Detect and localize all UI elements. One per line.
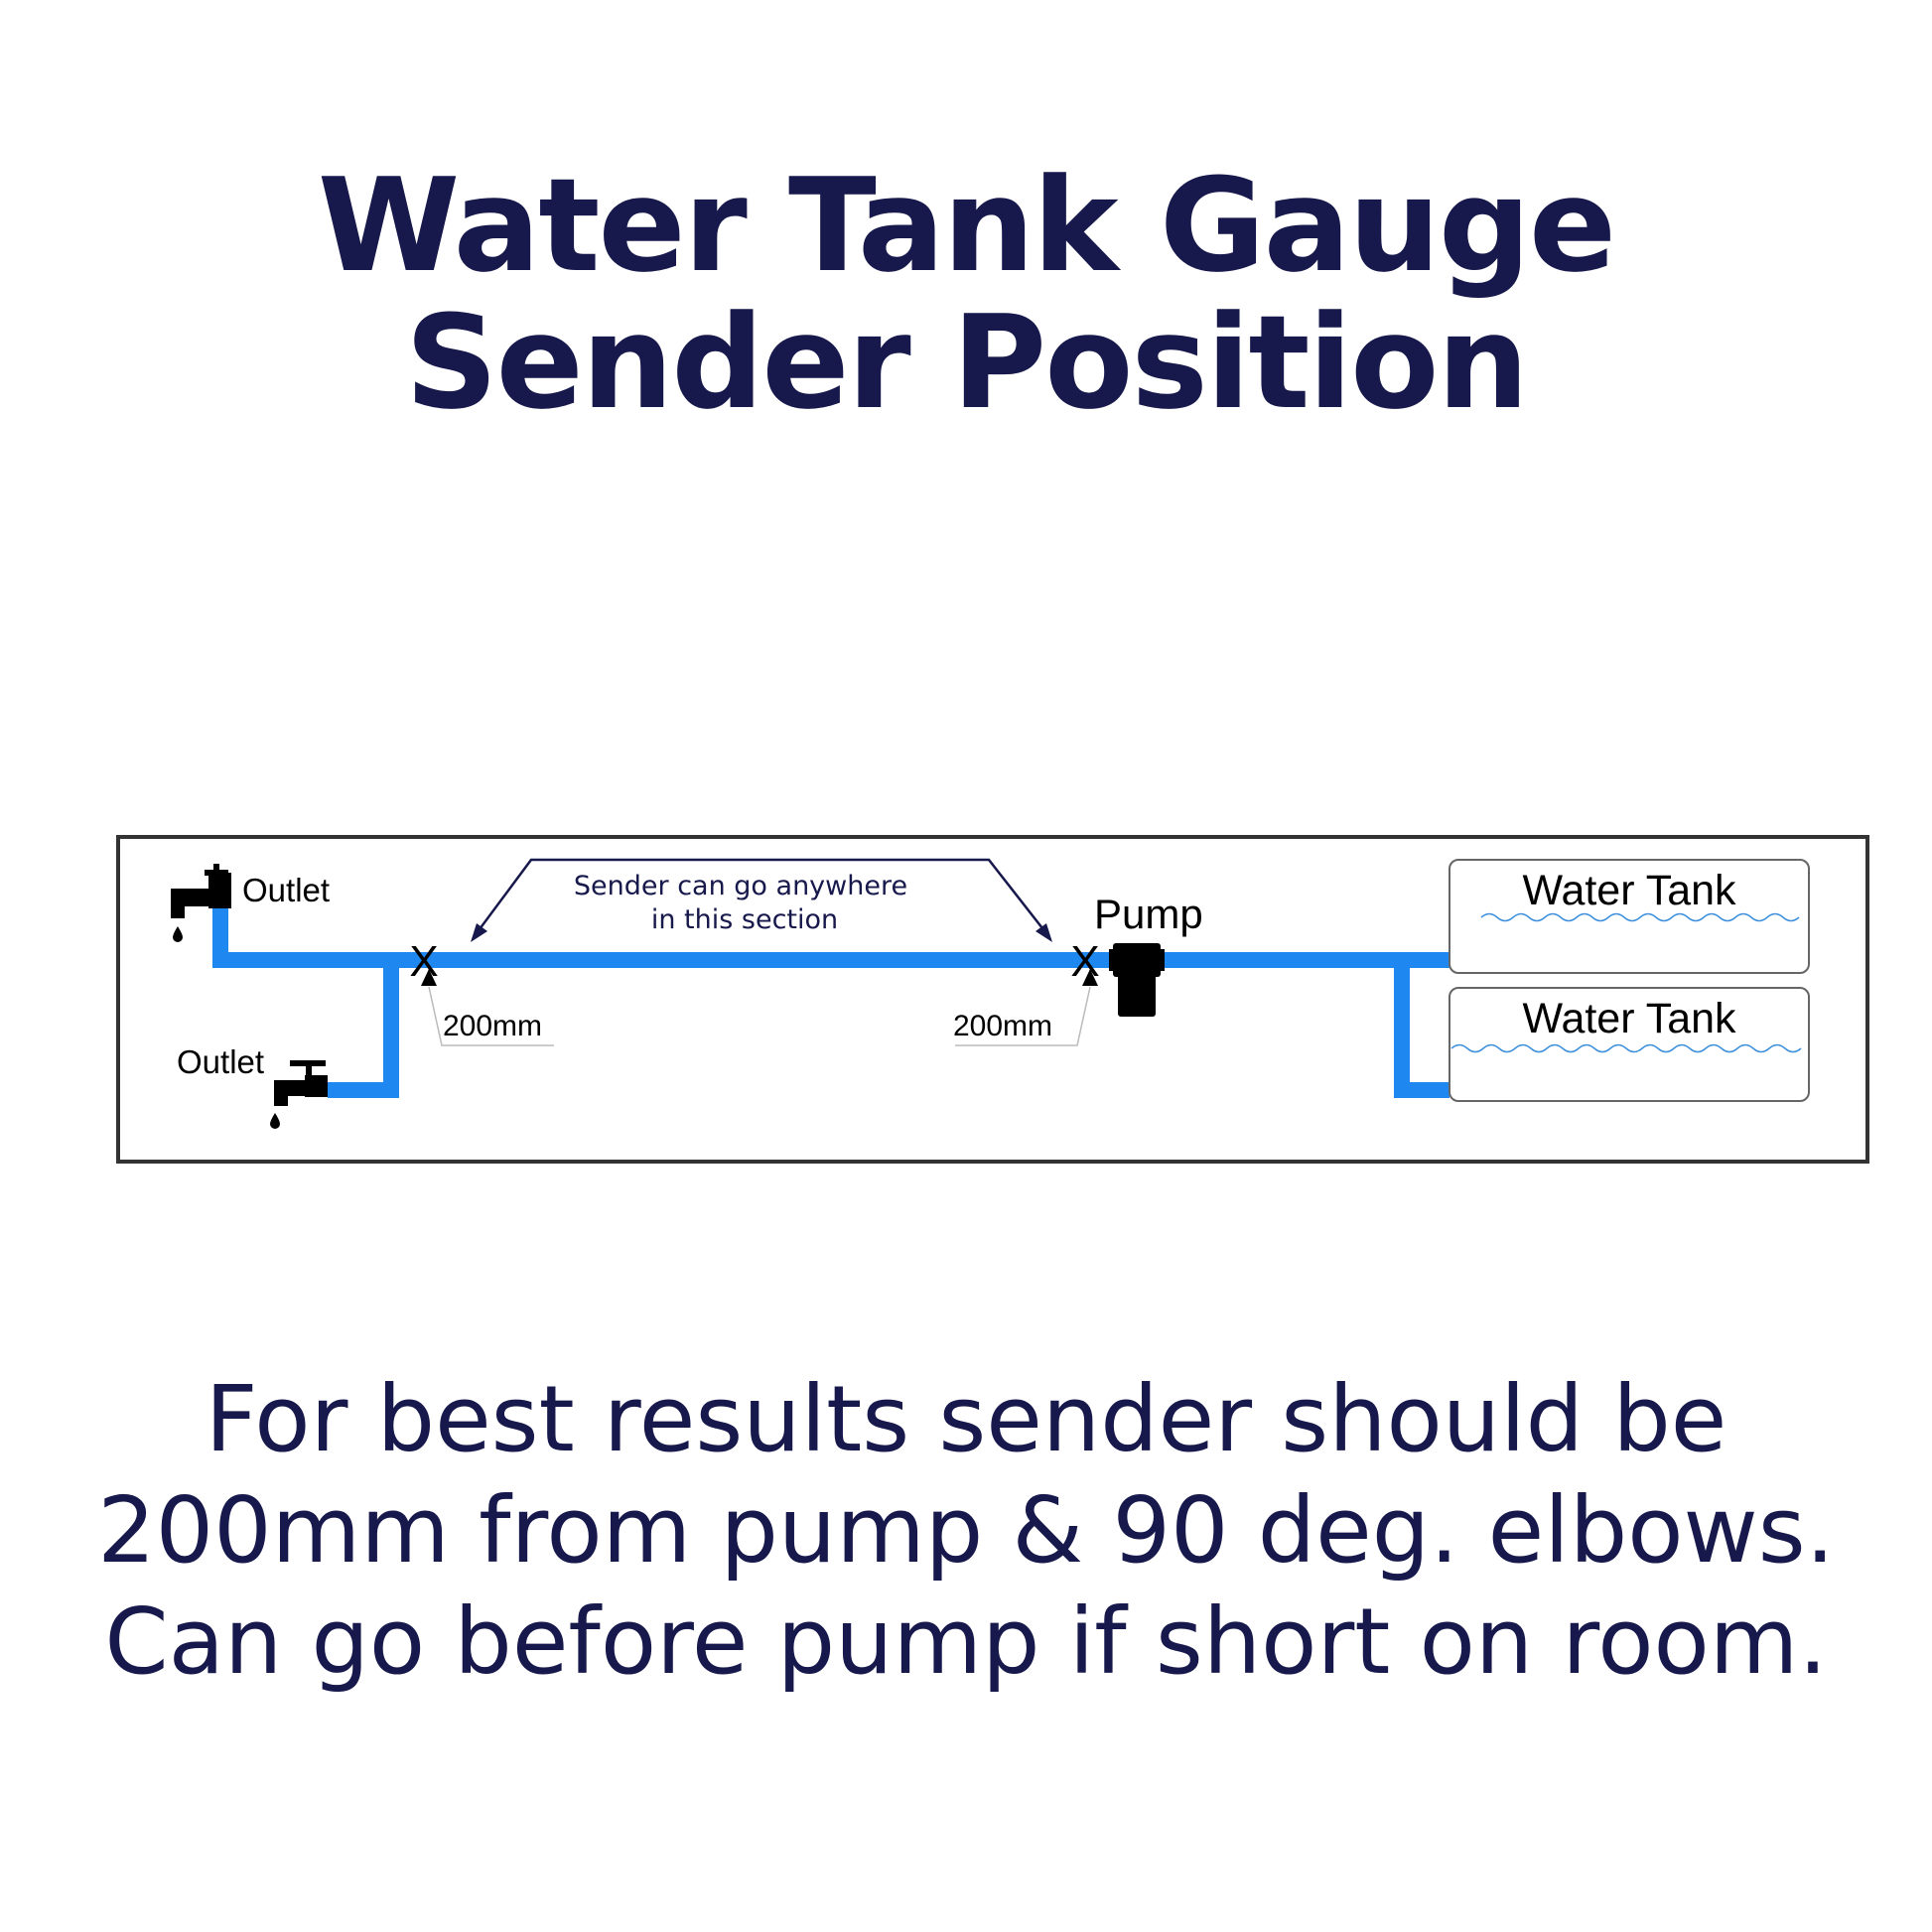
sender-right-arrowhead	[1082, 969, 1098, 986]
pump-icon	[1109, 943, 1165, 1017]
note-line-2: 200mm from pump & 90 deg. elbows.	[97, 1477, 1835, 1584]
title-line-1: Water Tank Gauge	[317, 150, 1616, 301]
section-note-line-2: in this section	[651, 904, 838, 935]
tank-bottom-water-wave	[1450, 1043, 1802, 1053]
pipe-tank-branch	[1394, 952, 1449, 1098]
distance-right-label: 200mm	[953, 1010, 1052, 1042]
water-tank-bottom	[1449, 987, 1810, 1102]
note-line-3: Can go before pump if short on room.	[104, 1588, 1828, 1695]
distance-right-leader	[955, 986, 1091, 1046]
sender-mark-left: X	[409, 937, 438, 986]
section-note-line-1: Sender can go anywhere	[574, 871, 907, 901]
pump-label: Pump	[1094, 891, 1203, 937]
outlet-bottom-label: Outlet	[177, 1043, 264, 1080]
tank-top-water-wave	[1480, 912, 1800, 922]
diagram-frame	[116, 835, 1869, 1164]
sender-mark-right: X	[1070, 937, 1099, 986]
water-tank-top	[1449, 859, 1810, 974]
pipe-bottom-outlet	[328, 960, 399, 1098]
outlet-top-label: Outlet	[242, 872, 330, 908]
tap-icon-bottom	[270, 1060, 328, 1129]
right-bracket-arrowhead	[1035, 923, 1052, 942]
sender-left-arrowhead	[421, 969, 437, 986]
tank-bottom-label: Water Tank	[1522, 995, 1736, 1042]
pipe-network	[212, 908, 1449, 1098]
tank-top-label: Water Tank	[1522, 867, 1736, 914]
tap-icon-top	[171, 864, 231, 942]
section-bracket	[472, 858, 1050, 938]
left-bracket-arrowhead	[471, 923, 487, 942]
distance-left-leader	[428, 986, 554, 1046]
distance-left-label: 200mm	[443, 1010, 542, 1042]
title-line-2: Sender Position	[404, 287, 1529, 438]
note-line-1: For best results sender should be	[205, 1366, 1727, 1472]
pipe-top-outlet	[212, 908, 1449, 968]
